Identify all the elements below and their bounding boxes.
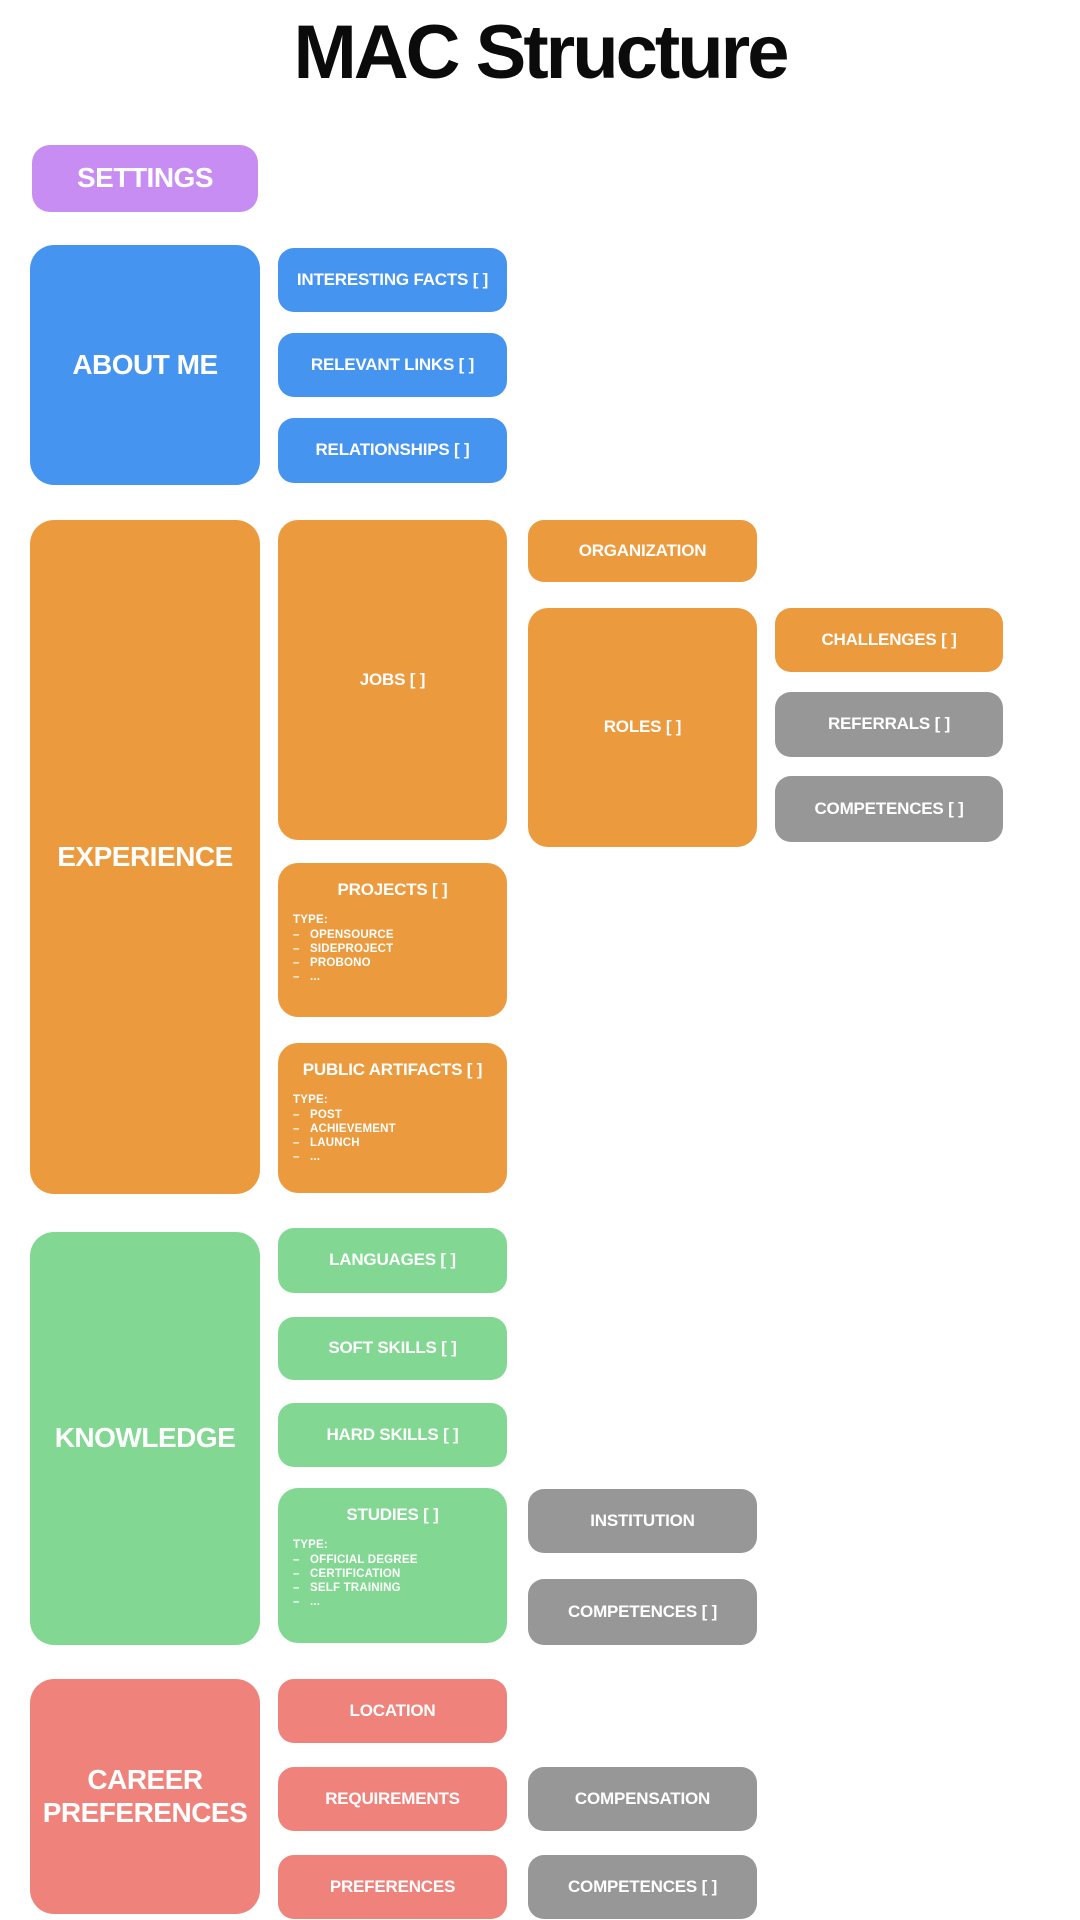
location-label: LOCATION — [349, 1700, 436, 1720]
public-artifacts-type-list: TYPE: POST ACHIEVEMENT LAUNCH ... — [278, 1080, 507, 1164]
preferences-label: PREFERENCES — [329, 1876, 456, 1896]
studies-type-heading: TYPE: — [293, 1539, 328, 1551]
requirements-label: REQUIREMENTS — [325, 1788, 460, 1808]
public-artifacts-box[interactable]: PUBLIC ARTIFACTS [ ] TYPE: POST ACHIEVEM… — [278, 1043, 507, 1193]
referrals-box[interactable]: REFERRALS [ ] — [775, 692, 1003, 757]
experience-competences-label: COMPETENCES [ ] — [814, 798, 964, 818]
type-item: ... — [293, 1150, 499, 1164]
organization-label: ORGANIZATION — [578, 540, 707, 560]
projects-type-items: OPENSOURCE SIDEPROJECT PROBONO ... — [293, 928, 499, 984]
compensation-label: COMPENSATION — [574, 1788, 711, 1808]
page-title: MAC Structure — [293, 9, 789, 95]
type-item: OPENSOURCE — [293, 928, 499, 942]
type-item: LAUNCH — [293, 1136, 499, 1150]
knowledge-label: KNOWLEDGE — [54, 1422, 236, 1454]
soft-skills-box[interactable]: SOFT SKILLS [ ] — [278, 1317, 507, 1380]
studies-type-list: TYPE: OFFICIAL DEGREE CERTIFICATION SELF… — [278, 1525, 507, 1609]
studies-box[interactable]: STUDIES [ ] TYPE: OFFICIAL DEGREE CERTIF… — [278, 1488, 507, 1643]
roles-label: ROLES [ ] — [603, 717, 682, 737]
referrals-label: REFERRALS [ ] — [827, 714, 951, 734]
location-box[interactable]: LOCATION — [278, 1679, 507, 1743]
public-artifacts-label: PUBLIC ARTIFACTS [ ] — [302, 1060, 483, 1079]
relationships-label: RELATIONSHIPS [ ] — [315, 440, 470, 460]
hard-skills-label: HARD SKILLS [ ] — [326, 1424, 459, 1444]
type-item: PROBONO — [293, 956, 499, 970]
hard-skills-box[interactable]: HARD SKILLS [ ] — [278, 1403, 507, 1467]
career-competences-box[interactable]: COMPETENCES [ ] — [528, 1855, 757, 1919]
settings-label: SETTINGS — [76, 162, 214, 194]
career-preferences-box[interactable]: CAREER PREFERENCES — [30, 1679, 260, 1914]
knowledge-competences-label: COMPETENCES [ ] — [567, 1601, 718, 1621]
roles-box[interactable]: ROLES [ ] — [528, 608, 757, 847]
about-me-box[interactable]: ABOUT ME — [30, 245, 260, 485]
experience-label: EXPERIENCE — [57, 840, 233, 872]
type-item: CERTIFICATION — [293, 1567, 499, 1581]
institution-box[interactable]: INSTITUTION — [528, 1489, 757, 1553]
relevant-links-box[interactable]: RELEVANT LINKS [ ] — [278, 333, 507, 397]
type-item: POST — [293, 1108, 499, 1122]
challenges-box[interactable]: CHALLENGES [ ] — [775, 608, 1003, 672]
soft-skills-label: SOFT SKILLS [ ] — [328, 1338, 457, 1358]
projects-box[interactable]: PROJECTS [ ] TYPE: OPENSOURCE SIDEPROJEC… — [278, 863, 507, 1017]
compensation-box[interactable]: COMPENSATION — [528, 1767, 757, 1831]
preferences-box[interactable]: PREFERENCES — [278, 1855, 507, 1919]
languages-box[interactable]: LANGUAGES [ ] — [278, 1228, 507, 1293]
interesting-facts-box[interactable]: INTERESTING FACTS [ ] — [278, 248, 507, 312]
public-artifacts-type-items: POST ACHIEVEMENT LAUNCH ... — [293, 1108, 499, 1164]
knowledge-competences-box[interactable]: COMPETENCES [ ] — [528, 1579, 757, 1645]
languages-label: LANGUAGES [ ] — [329, 1250, 456, 1270]
institution-label: INSTITUTION — [590, 1510, 695, 1530]
relationships-box[interactable]: RELATIONSHIPS [ ] — [278, 418, 507, 483]
public-artifacts-type-heading: TYPE: — [293, 1094, 328, 1106]
experience-box[interactable]: EXPERIENCE — [30, 520, 260, 1194]
relevant-links-label: RELEVANT LINKS [ ] — [310, 354, 475, 374]
career-competences-label: COMPETENCES [ ] — [567, 1876, 718, 1896]
projects-type-heading: TYPE: — [293, 914, 328, 926]
settings-box[interactable]: SETTINGS — [32, 145, 258, 212]
interesting-facts-label: INTERESTING FACTS [ ] — [296, 269, 489, 289]
jobs-box[interactable]: JOBS [ ] — [278, 520, 507, 840]
about-me-label: ABOUT ME — [72, 348, 218, 380]
projects-type-list: TYPE: OPENSOURCE SIDEPROJECT PROBONO ... — [278, 900, 507, 984]
knowledge-box[interactable]: KNOWLEDGE — [30, 1232, 260, 1645]
type-item: ... — [293, 970, 499, 984]
jobs-label: JOBS [ ] — [359, 669, 426, 689]
type-item: SELF TRAINING — [293, 1581, 499, 1595]
type-item: SIDEPROJECT — [293, 942, 499, 956]
requirements-box[interactable]: REQUIREMENTS — [278, 1767, 507, 1831]
career-preferences-label: CAREER PREFERENCES — [42, 1764, 248, 1828]
studies-type-items: OFFICIAL DEGREE CERTIFICATION SELF TRAIN… — [293, 1553, 499, 1609]
studies-label: STUDIES [ ] — [346, 1505, 439, 1524]
challenges-label: CHALLENGES [ ] — [821, 629, 957, 649]
projects-label: PROJECTS [ ] — [337, 880, 448, 899]
experience-competences-box[interactable]: COMPETENCES [ ] — [775, 776, 1003, 842]
organization-box[interactable]: ORGANIZATION — [528, 520, 757, 582]
type-item: ACHIEVEMENT — [293, 1122, 499, 1136]
type-item: ... — [293, 1595, 499, 1609]
type-item: OFFICIAL DEGREE — [293, 1553, 499, 1567]
